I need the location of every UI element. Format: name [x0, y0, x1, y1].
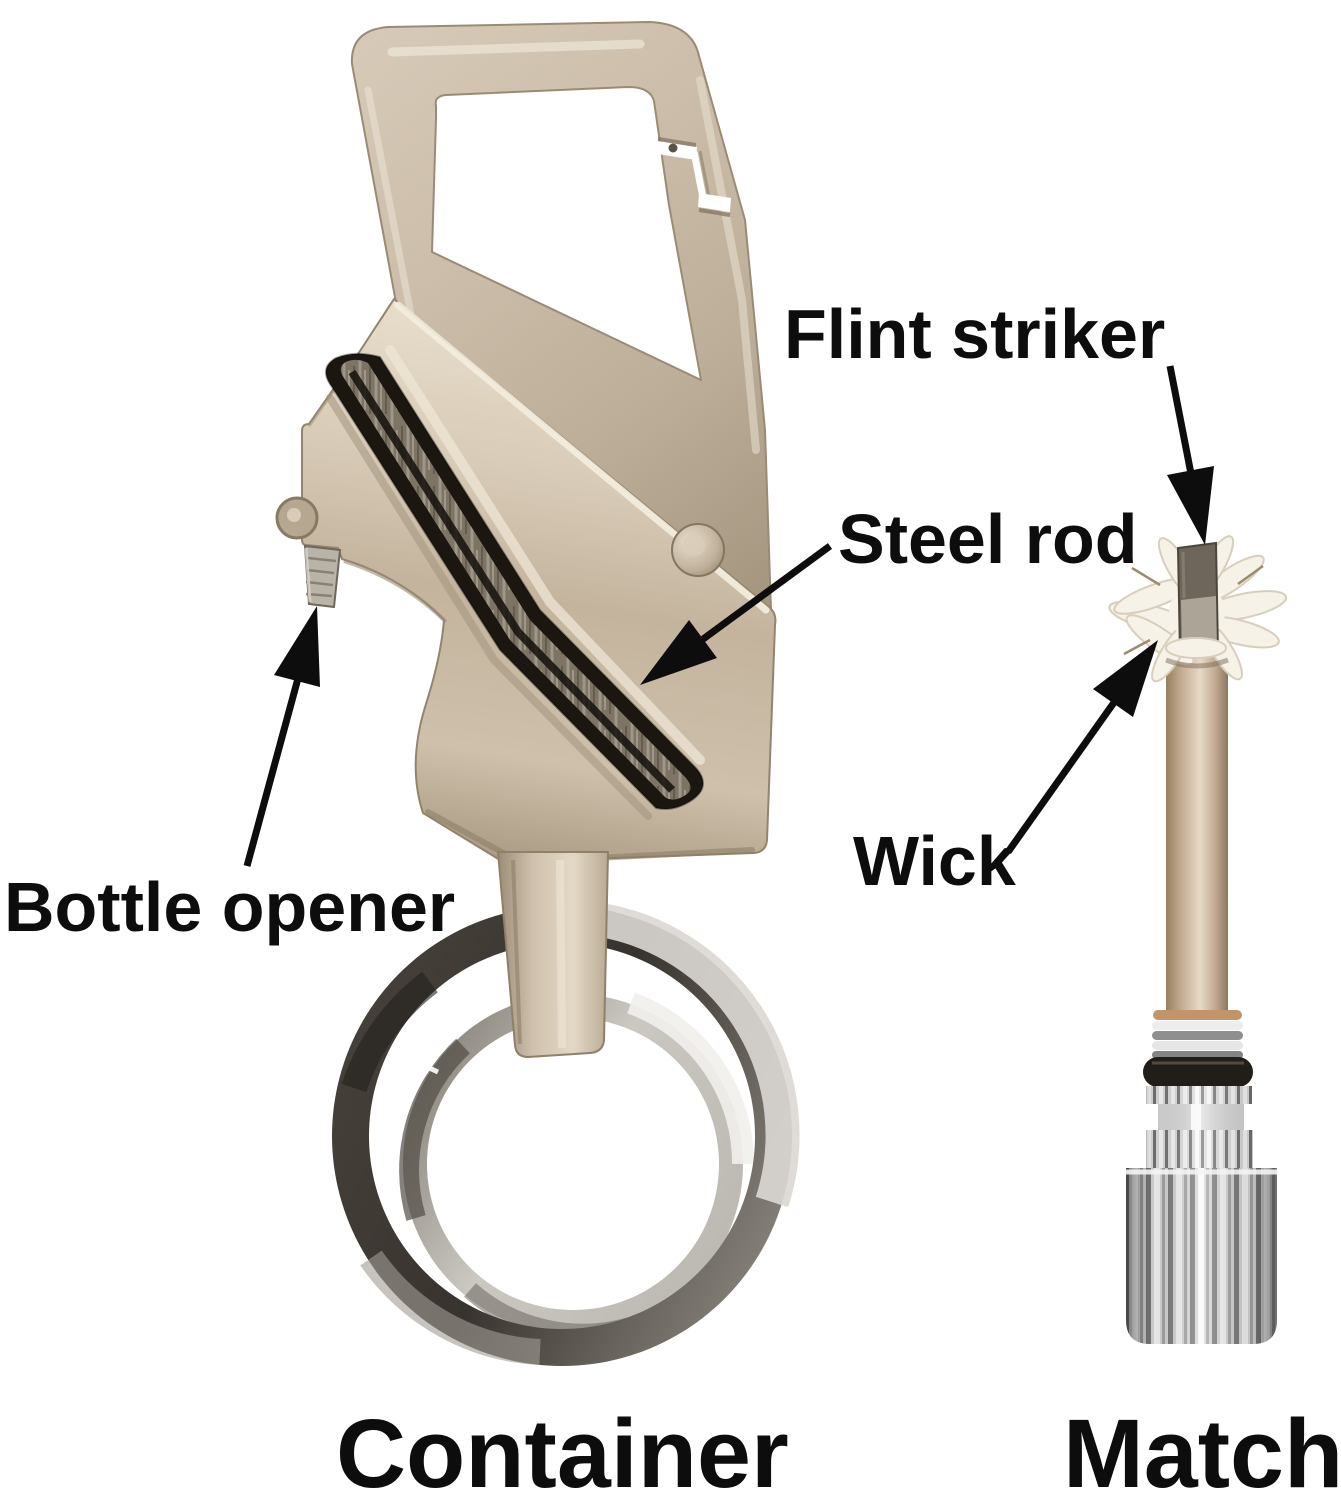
side-screw [275, 496, 319, 540]
carabiner-gate [657, 137, 731, 217]
match-stick [1108, 535, 1288, 1344]
match-base-cap [1126, 1168, 1277, 1344]
rod-wick-shadow [1165, 657, 1229, 669]
bottle-opener-tab [303, 544, 342, 609]
arrow-wick [1005, 640, 1158, 855]
key-rings [332, 901, 800, 1366]
label-steel-rod: Steel rod [838, 500, 1138, 578]
loop-highlight-top [387, 39, 645, 57]
label-match: Match [1063, 1399, 1341, 1500]
rivet [671, 523, 725, 577]
label-flint-striker: Flint striker [784, 295, 1165, 373]
carabiner-loop [350, 21, 773, 641]
annotation-arrows [243, 365, 1214, 867]
match-rod [1166, 648, 1228, 1014]
flint-slot [325, 345, 705, 820]
tang [497, 851, 609, 1058]
wick-petal-front [1165, 637, 1227, 659]
label-bottle-opener: Bottle opener [4, 868, 455, 946]
label-container: Container [336, 1399, 789, 1500]
arrow-flint-striker [1166, 365, 1214, 545]
tang-highlight [556, 859, 566, 1049]
loop-highlight-left [364, 86, 416, 324]
container-carabiner [275, 21, 777, 866]
match-threads [1152, 1010, 1243, 1059]
outer-key-ring [332, 901, 800, 1366]
arrow-steel-rod [640, 543, 833, 685]
label-wick: Wick [853, 822, 1016, 900]
opener-mouth-edge [343, 559, 448, 624]
match-collars [1146, 1086, 1253, 1168]
loop-highlight-right [696, 76, 760, 454]
slot-bottom-glint [326, 394, 652, 820]
split-ring-gap [410, 1057, 440, 1075]
slot-top-glint [385, 345, 705, 765]
slot-groove [348, 369, 675, 793]
arrow-bottle-opener [243, 606, 320, 867]
tang-shadow-line [511, 859, 522, 1045]
annotation-labels: Flint striker Steel rod Bottle opener Wi… [4, 295, 1341, 1500]
